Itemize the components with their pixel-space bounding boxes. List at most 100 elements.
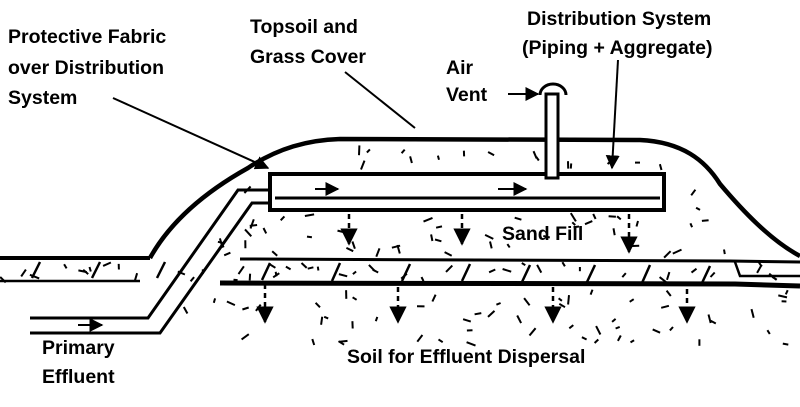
soil-speck bbox=[612, 228, 616, 236]
soil-speck bbox=[462, 318, 472, 323]
soil-speck bbox=[323, 315, 329, 320]
soil-speck bbox=[237, 265, 245, 275]
soil-speck bbox=[750, 308, 755, 318]
primary-effluent-label: Primary Effluent bbox=[42, 337, 120, 388]
soil-speck bbox=[484, 234, 494, 240]
soil-speck bbox=[63, 263, 68, 269]
soil-speck bbox=[652, 328, 661, 334]
soil-speck bbox=[409, 156, 413, 164]
soil-speck bbox=[279, 215, 286, 221]
soil-speck bbox=[658, 163, 663, 171]
soil-speck bbox=[182, 306, 189, 314]
soil-speck bbox=[766, 329, 771, 335]
soil-speck bbox=[352, 296, 358, 301]
soil-speck bbox=[416, 334, 424, 343]
soil-speck bbox=[189, 276, 195, 282]
soil-speck bbox=[516, 315, 522, 324]
soil-speck bbox=[669, 326, 674, 332]
soil-speck bbox=[557, 297, 563, 302]
soil-speck bbox=[616, 215, 622, 221]
soil-speck bbox=[307, 266, 314, 270]
soil-speck bbox=[487, 310, 496, 318]
soil-speck bbox=[466, 341, 476, 347]
soil-speck bbox=[242, 306, 250, 311]
soil-speck bbox=[430, 234, 434, 242]
soil-speck bbox=[255, 303, 262, 312]
soil-speck bbox=[707, 314, 712, 324]
soil-speck bbox=[102, 261, 112, 267]
soil-speck bbox=[372, 268, 379, 274]
topsoil-label: Topsoil and Grass Cover bbox=[250, 16, 366, 68]
soil-speck bbox=[374, 316, 379, 322]
soil-speck bbox=[672, 248, 682, 255]
soil-speck bbox=[337, 229, 346, 234]
soil-speck bbox=[226, 300, 236, 307]
soil-speck bbox=[272, 272, 280, 279]
soil-speck bbox=[352, 270, 357, 275]
soil-speck bbox=[635, 220, 639, 227]
soil-speck bbox=[431, 294, 437, 302]
mound-outline bbox=[148, 136, 800, 260]
soil-speck bbox=[782, 342, 789, 346]
soil-speck bbox=[581, 336, 588, 341]
soil-speck bbox=[506, 243, 511, 249]
soil-speck bbox=[423, 216, 433, 223]
soil-speck bbox=[521, 262, 526, 267]
soil-speck bbox=[615, 325, 621, 330]
soil-speck bbox=[502, 268, 512, 273]
soil-speck bbox=[593, 338, 599, 344]
soil-speck bbox=[271, 250, 278, 257]
soil-speck bbox=[532, 150, 538, 159]
soil-speck bbox=[561, 261, 566, 267]
soil-speck bbox=[606, 159, 613, 165]
soil-speck bbox=[78, 269, 87, 274]
soil-speck bbox=[444, 251, 453, 257]
soil-speck bbox=[304, 213, 315, 217]
air-vent bbox=[538, 82, 568, 180]
soil-dispersal-label: Soil for Effluent Dispersal bbox=[347, 346, 585, 368]
soil-speck bbox=[316, 266, 320, 271]
soil-speck bbox=[351, 241, 356, 250]
inlet-pipe bbox=[30, 188, 275, 335]
soil-speck bbox=[536, 264, 543, 274]
soil-speck bbox=[709, 271, 716, 278]
soil-speck bbox=[436, 155, 440, 160]
ground-layer bbox=[0, 256, 800, 289]
soil-speck bbox=[617, 335, 622, 342]
soil-speck bbox=[487, 151, 495, 157]
air-vent-label: Air Vent bbox=[446, 57, 488, 106]
soil-speck bbox=[723, 249, 726, 255]
soil-speck bbox=[212, 298, 217, 304]
soil-speck bbox=[701, 219, 709, 222]
soil-speck bbox=[262, 227, 268, 234]
soil-speck bbox=[300, 262, 308, 269]
soil-speck bbox=[690, 267, 698, 274]
sand-fill-label: Sand Fill bbox=[502, 223, 583, 245]
soil-speck bbox=[400, 148, 406, 154]
soil-speck bbox=[241, 333, 250, 341]
soil-speck bbox=[710, 319, 717, 325]
soil-speck bbox=[134, 272, 139, 281]
soil-speck bbox=[306, 235, 313, 239]
soil-speck bbox=[244, 228, 253, 237]
soil-speck bbox=[338, 273, 348, 278]
soil-speck bbox=[567, 295, 570, 305]
soil-speck bbox=[496, 302, 501, 306]
soil-speck bbox=[621, 272, 627, 278]
soil-speck bbox=[573, 225, 580, 229]
soil-speck bbox=[337, 340, 345, 346]
soil-speck bbox=[366, 148, 371, 154]
distribution-system-label: Distribution System (Piping + Aggregate) bbox=[522, 8, 717, 59]
soil-speck bbox=[629, 339, 635, 344]
soil-speck bbox=[584, 220, 593, 226]
soil-speck bbox=[690, 189, 697, 196]
soil-speck bbox=[29, 273, 40, 280]
soil-speck bbox=[695, 206, 701, 211]
soil-speck bbox=[523, 297, 531, 306]
soil-speck bbox=[589, 289, 594, 295]
soil-speck bbox=[608, 215, 616, 218]
soil-speck bbox=[285, 265, 292, 271]
soil-speck bbox=[437, 338, 444, 344]
soil-speck bbox=[666, 271, 671, 281]
